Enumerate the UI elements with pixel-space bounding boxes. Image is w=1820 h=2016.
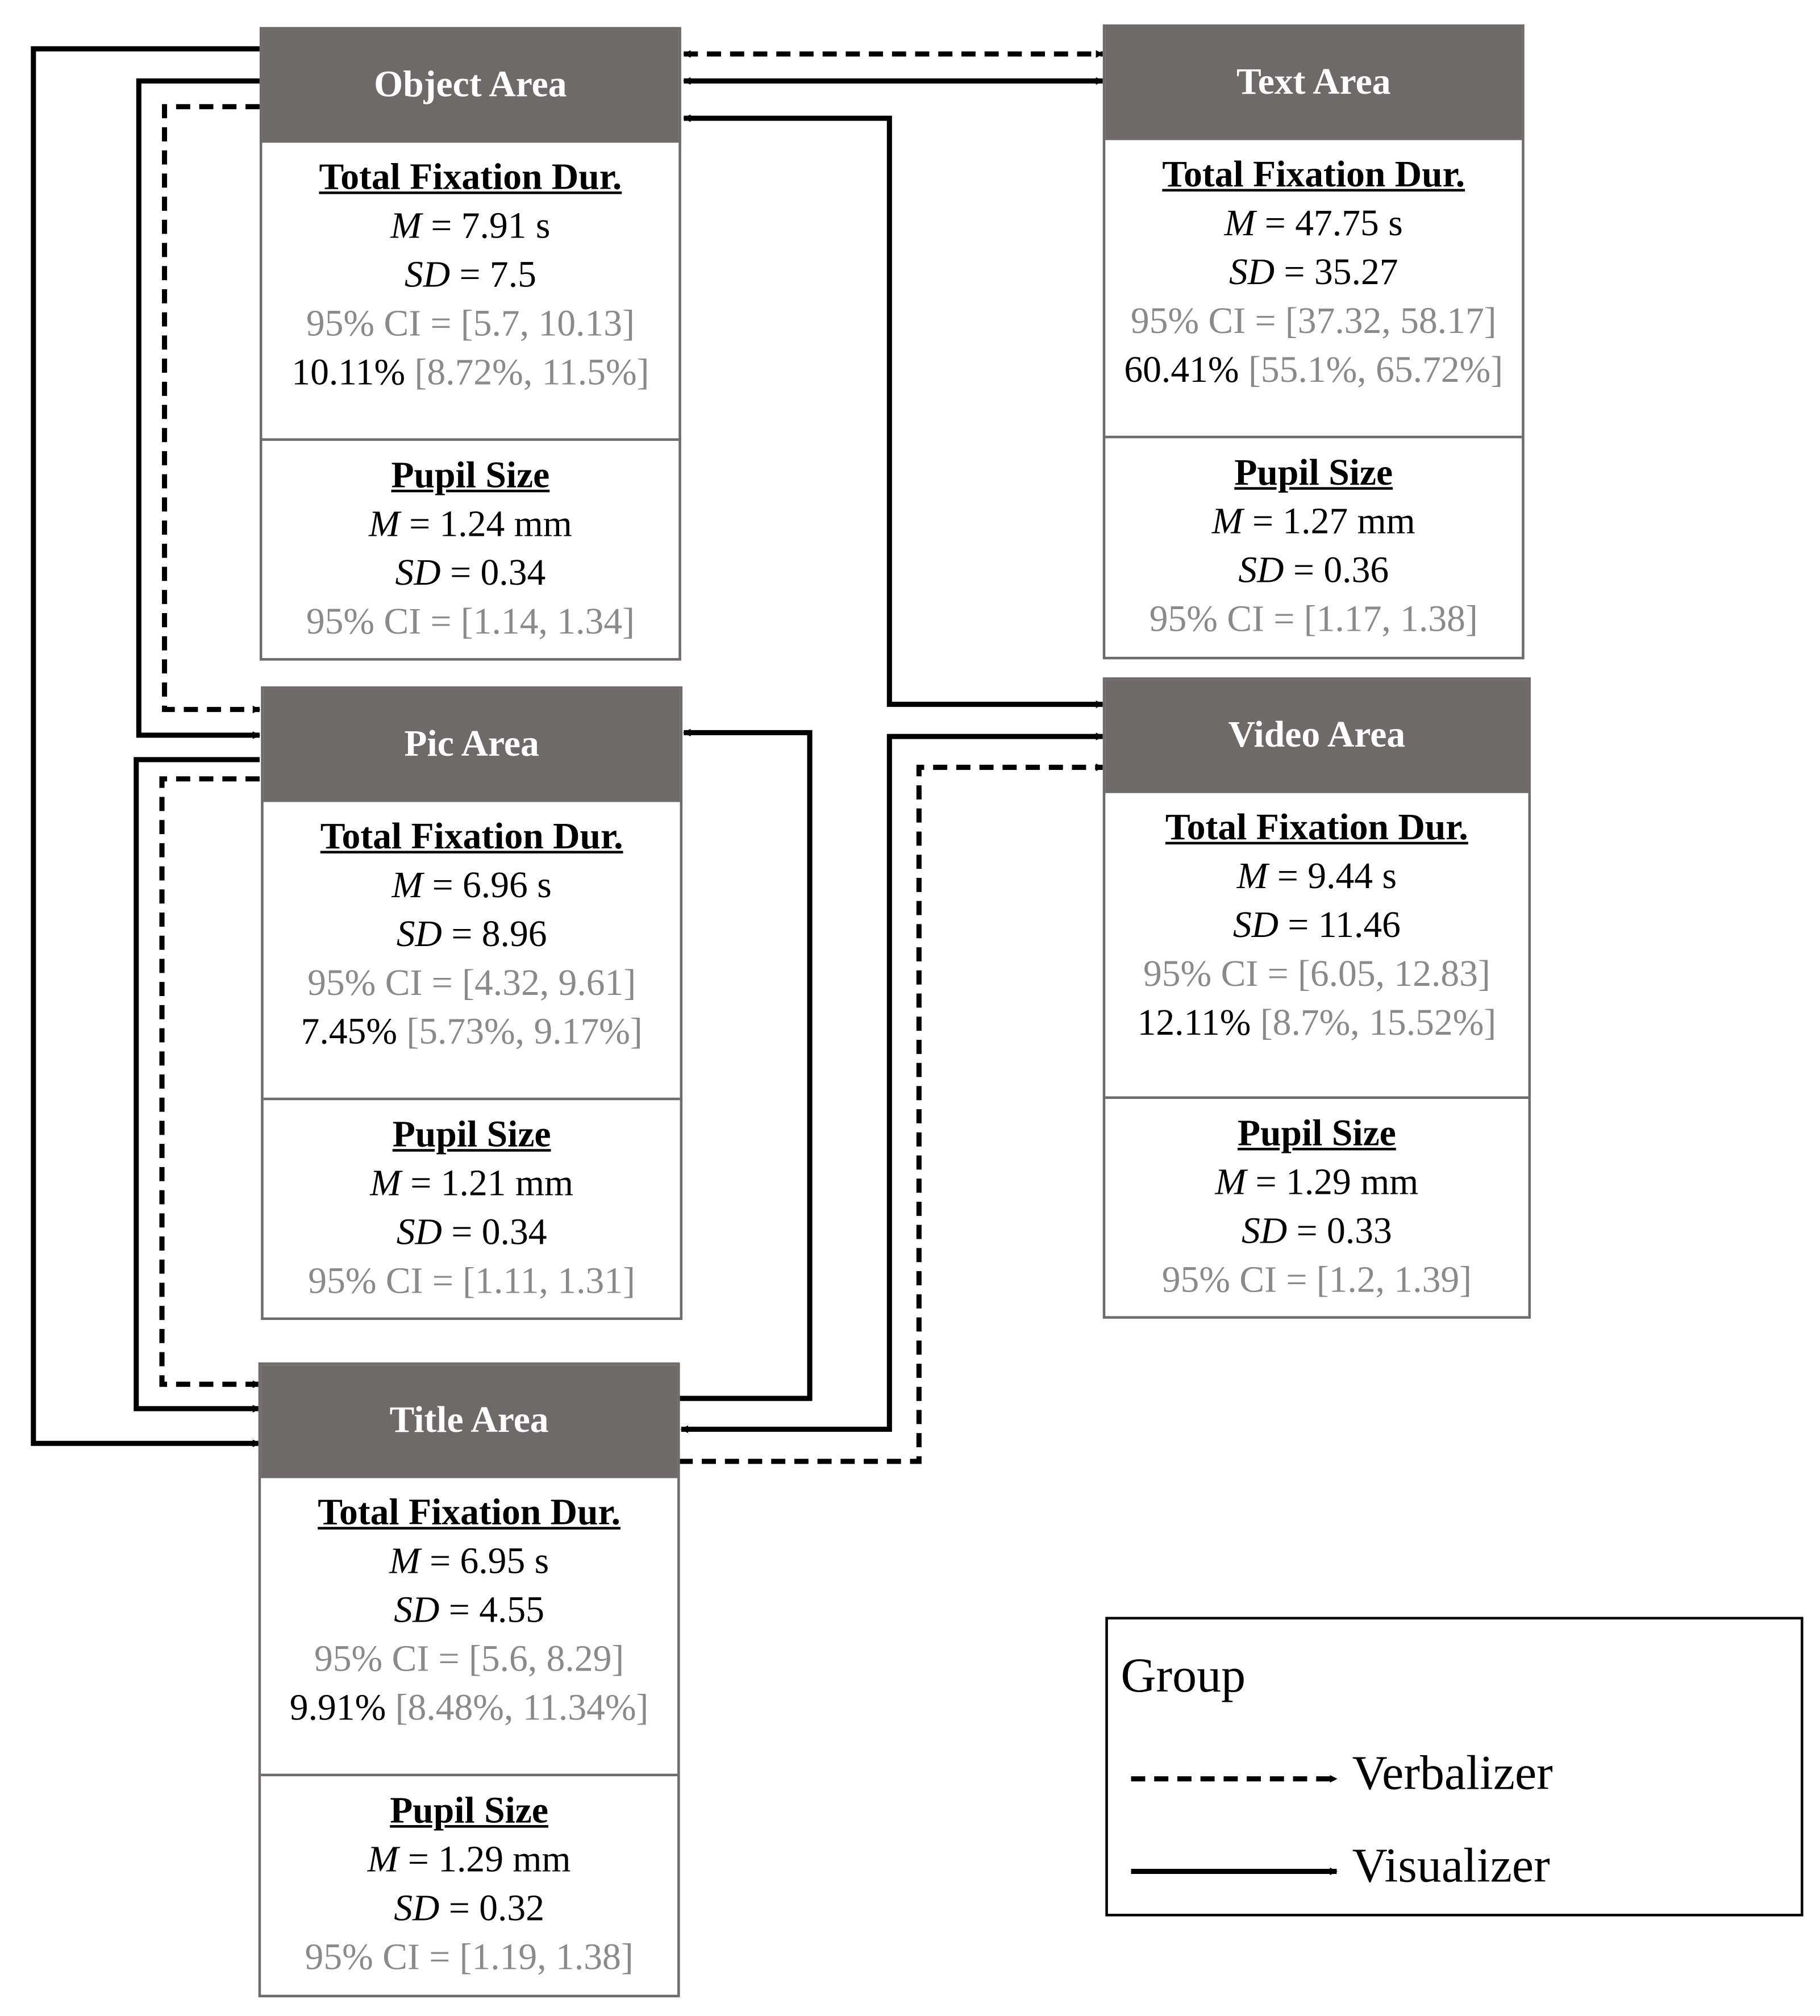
pupil-sd: SD = 0.36: [1238, 550, 1389, 592]
video-fixation-section: Total Fixation Dur. M = 9.44 s SD = 11.4…: [1105, 793, 1529, 1099]
object-fixation-section: Total Fixation Dur. M = 7.91 s SD = 7.5 …: [262, 143, 679, 441]
verbalizer-title-video-arrow: [678, 763, 1104, 1464]
fixation-mean: M = 6.95 s: [389, 1541, 549, 1582]
fixation-sd: SD = 11.46: [1232, 905, 1401, 946]
pupil-sd: SD = 0.34: [395, 552, 546, 594]
text-area-title: Text Area: [1105, 27, 1522, 140]
pic-pupil-section: Pupil Size M = 1.21 mm SD = 0.34 95% CI …: [264, 1100, 680, 1306]
title-pupil-section: Pupil Size M = 1.29 mm SD = 0.32 95% CI …: [261, 1776, 677, 1982]
pupil-sd: SD = 0.33: [1242, 1210, 1392, 1252]
pupil-mean: M = 1.29 mm: [1215, 1161, 1419, 1203]
fixation-ci: 95% CI = [5.7, 10.13]: [306, 303, 635, 345]
legend: Group Verbalizer Visualizer: [1105, 1617, 1804, 1917]
pupil-sd: SD = 0.32: [394, 1888, 545, 1930]
fixation-percent: 60.41% [55.1%, 65.72%]: [1124, 349, 1504, 391]
fixation-percent: 7.45% [5.73%, 9.17%]: [301, 1011, 643, 1053]
verbalizer-object-pic-arrow: [162, 104, 261, 714]
pupil-heading: Pupil Size: [392, 1114, 551, 1156]
pupil-mean: M = 1.29 mm: [367, 1839, 571, 1881]
object-area-title: Object Area: [262, 30, 679, 143]
pupil-ci: 95% CI = [1.14, 1.34]: [306, 601, 635, 643]
visualizer-pic-title-arrow: [134, 757, 261, 1413]
fixation-heading: Total Fixation Dur.: [319, 156, 622, 198]
fixation-sd: SD = 4.55: [394, 1590, 545, 1631]
pupil-heading: Pupil Size: [1234, 452, 1393, 494]
pupil-sd: SD = 0.34: [396, 1212, 547, 1253]
video-area-title: Video Area: [1105, 680, 1529, 793]
legend-visualizer-label: Visualizer: [1352, 1839, 1550, 1893]
fixation-ci: 95% CI = [6.05, 12.83]: [1143, 953, 1490, 995]
title-fixation-section: Total Fixation Dur. M = 6.95 s SD = 4.55…: [261, 1478, 678, 1777]
pupil-ci: 95% CI = [1.19, 1.38]: [305, 1936, 634, 1978]
fixation-ci: 95% CI = [5.6, 8.29]: [314, 1639, 624, 1680]
fixation-heading: Total Fixation Dur.: [1165, 807, 1468, 848]
pupil-mean: M = 1.27 mm: [1211, 501, 1415, 543]
title-area-title: Title Area: [261, 1365, 678, 1478]
visualizer-object-pic-arrow: [136, 78, 261, 739]
video-area-box: Video Area Total Fixation Dur. M = 9.44 …: [1102, 677, 1531, 1319]
pupil-ci: 95% CI = [1.2, 1.39]: [1161, 1259, 1472, 1301]
fixation-sd: SD = 8.96: [396, 914, 547, 955]
pupil-ci: 95% CI = [1.11, 1.31]: [308, 1261, 635, 1302]
fixation-mean: M = 6.96 s: [392, 865, 552, 906]
title-area-box: Title Area Total Fixation Dur. M = 6.95 …: [258, 1362, 680, 1998]
fixation-mean: M = 9.44 s: [1236, 856, 1397, 897]
pic-area-title: Pic Area: [263, 689, 680, 802]
pupil-heading: Pupil Size: [1237, 1113, 1396, 1155]
pupil-mean: M = 1.24 mm: [369, 503, 572, 545]
fixation-sd: SD = 7.5: [404, 254, 536, 296]
video-pupil-section: Pupil Size M = 1.29 mm SD = 0.33 95% CI …: [1105, 1099, 1528, 1305]
visualizer-title-pic-arrow: [678, 728, 813, 1401]
object-pupil-section: Pupil Size M = 1.24 mm SD = 0.34 95% CI …: [262, 441, 678, 647]
fixation-heading: Total Fixation Dur.: [1162, 154, 1465, 195]
fixation-percent: 9.91% [8.48%, 11.34%]: [289, 1688, 649, 1729]
visualizer-title-video-arrow: [680, 732, 1104, 1434]
pic-area-box: Pic Area Total Fixation Dur. M = 6.96 s …: [261, 686, 683, 1321]
fixation-ci: 95% CI = [37.32, 58.17]: [1130, 301, 1497, 342]
text-pupil-section: Pupil Size M = 1.27 mm SD = 0.36 95% CI …: [1105, 438, 1522, 644]
text-area-box: Text Area Total Fixation Dur. M = 47.75 …: [1102, 24, 1525, 660]
fixation-heading: Total Fixation Dur.: [318, 1492, 621, 1534]
fixation-mean: M = 47.75 s: [1224, 203, 1403, 244]
fixation-mean: M = 7.91 s: [390, 205, 551, 247]
visualizer-object-video-arrow: [683, 114, 1104, 709]
fixation-heading: Total Fixation Dur.: [320, 816, 623, 857]
visualizer-object-title-arrow: [31, 46, 261, 1448]
pupil-heading: Pupil Size: [391, 455, 550, 497]
pupil-mean: M = 1.21 mm: [370, 1163, 574, 1205]
fixation-ci: 95% CI = [4.32, 9.61]: [307, 963, 636, 1004]
pupil-heading: Pupil Size: [390, 1790, 549, 1832]
object-area-box: Object Area Total Fixation Dur. M = 7.91…: [259, 27, 681, 661]
pic-fixation-section: Total Fixation Dur. M = 6.96 s SD = 8.96…: [263, 802, 680, 1101]
fixation-sd: SD = 35.27: [1228, 252, 1398, 293]
legend-verbalizer-label: Verbalizer: [1352, 1747, 1553, 1801]
verbalizer-pic-title-arrow: [159, 776, 261, 1388]
pupil-ci: 95% CI = [1.17, 1.38]: [1149, 599, 1478, 640]
text-fixation-section: Total Fixation Dur. M = 47.75 s SD = 35.…: [1105, 140, 1522, 439]
fixation-percent: 12.11% [8.7%, 15.52%]: [1137, 1002, 1497, 1044]
fixation-percent: 10.11% [8.72%, 11.5%]: [291, 352, 649, 394]
legend-title: Group: [1121, 1649, 1246, 1703]
